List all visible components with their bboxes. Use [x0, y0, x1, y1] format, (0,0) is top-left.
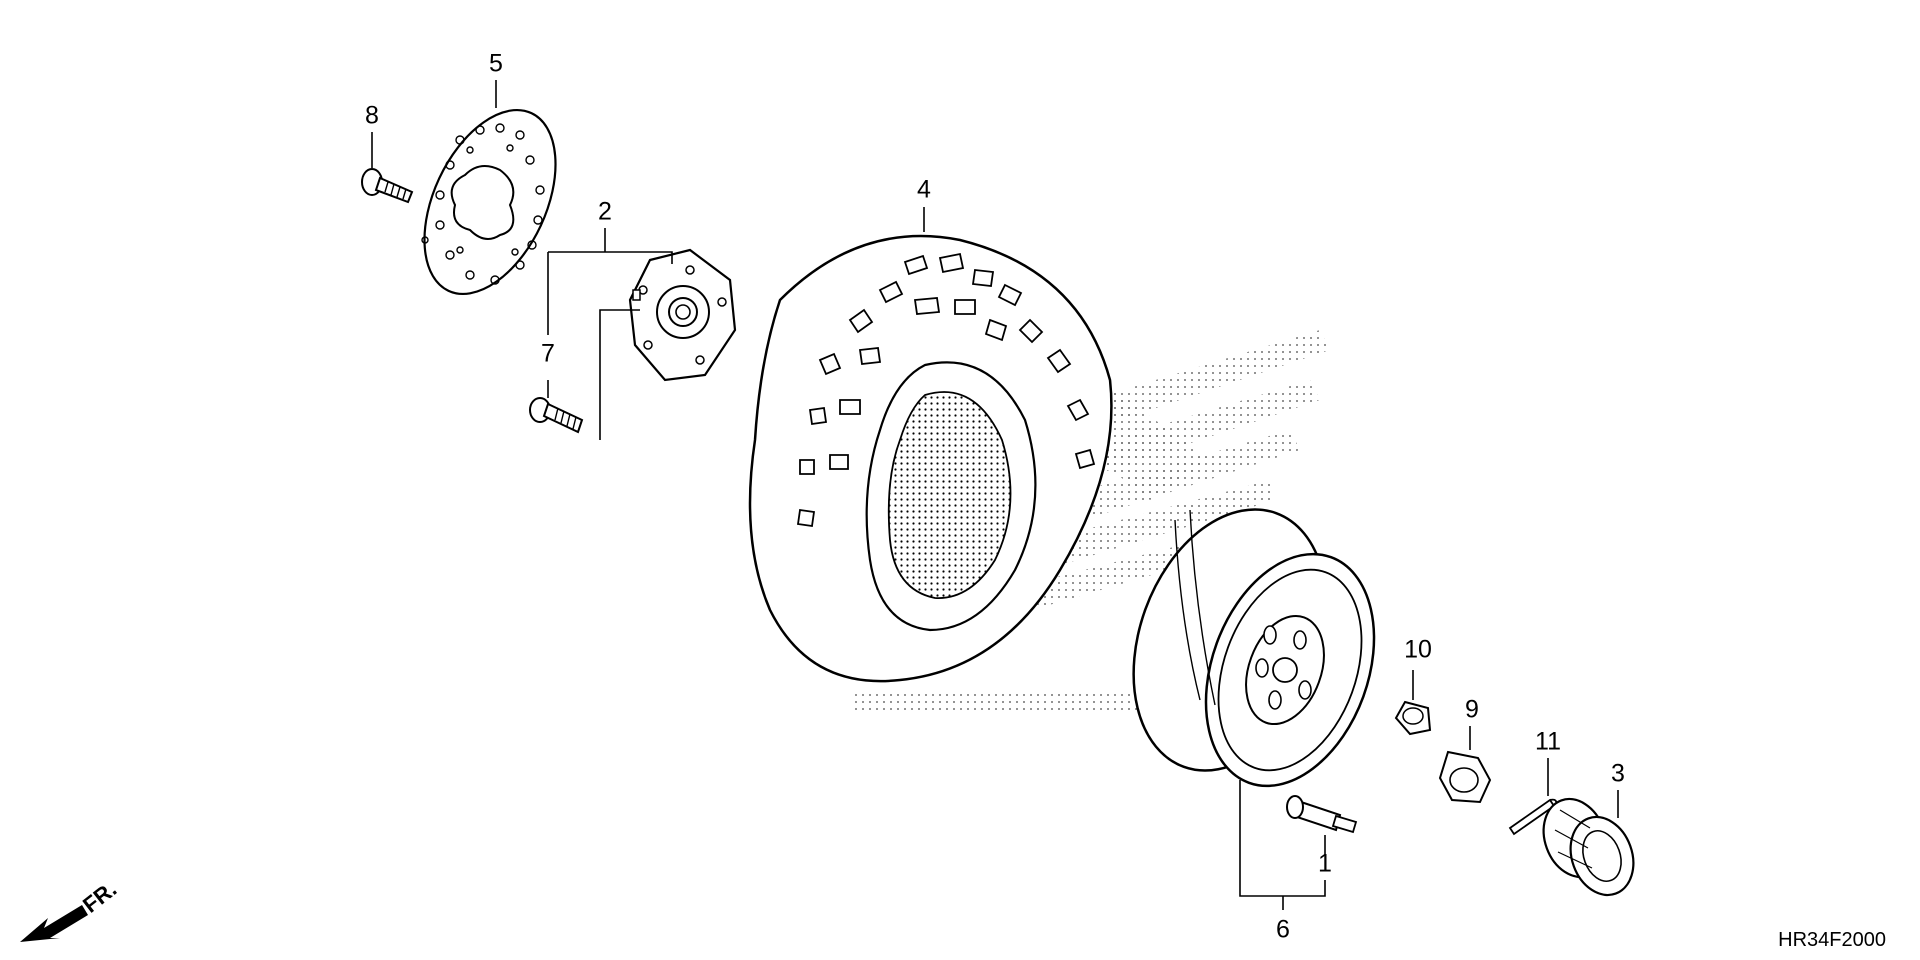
callout-8: 8: [365, 101, 379, 130]
leader-lines: [371, 80, 1619, 910]
valve-part: [1286, 795, 1358, 834]
tire-part: [748, 234, 1113, 683]
callout-10: 10: [1404, 635, 1432, 664]
callout-2: 2: [598, 197, 612, 226]
callout-1: 1: [1318, 849, 1332, 878]
front-direction-arrow: [20, 905, 88, 942]
diagram-code: HR34F2000: [1778, 929, 1886, 951]
castle-nut-part: [1438, 750, 1492, 804]
wheel-nut-part: [1394, 700, 1432, 736]
hub-cap-part: [1542, 797, 1635, 897]
hub-stud-part: [529, 397, 584, 434]
callout-4: 4: [917, 175, 931, 204]
hub-part: [628, 248, 737, 382]
brake-disc-part: [421, 108, 557, 296]
callout-7: 7: [541, 339, 555, 368]
callout-5: 3: [1611, 759, 1625, 788]
callout-9: 9: [1465, 695, 1479, 724]
disc-bolt-part: [361, 168, 414, 204]
callout-3: 6: [1276, 915, 1290, 944]
wheel-rim-part: [1132, 508, 1376, 788]
callout-11: 11: [1535, 727, 1561, 756]
callout-6: 5: [489, 49, 503, 78]
